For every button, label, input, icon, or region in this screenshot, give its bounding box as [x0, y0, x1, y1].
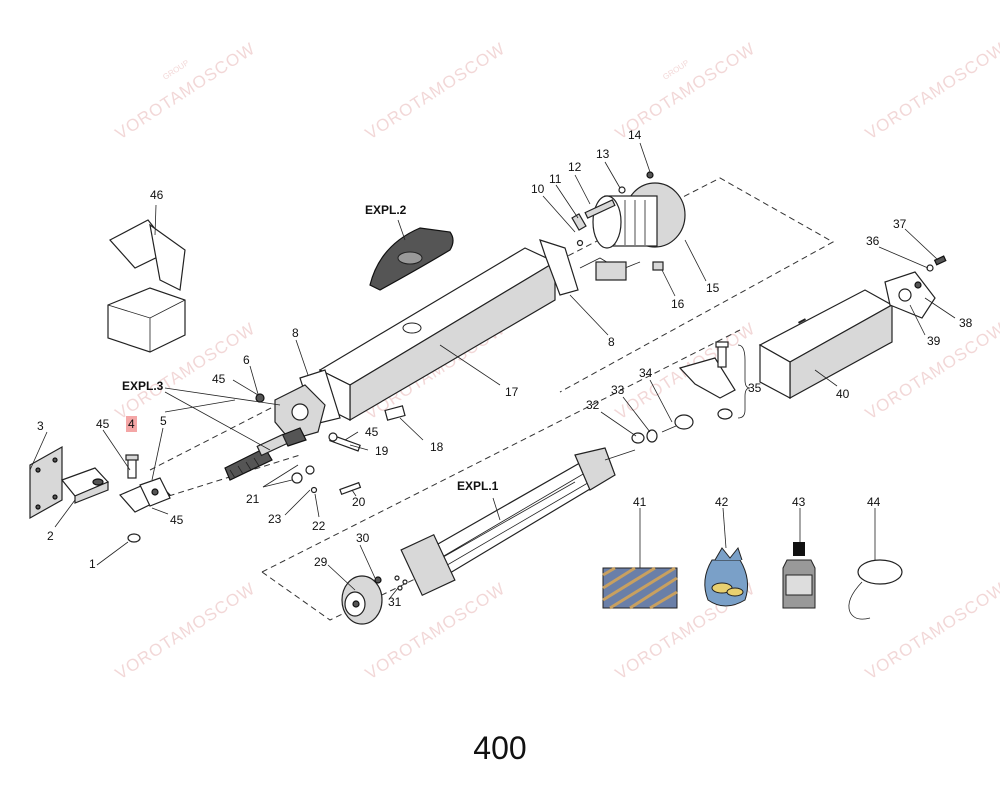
- capacitor-44: [848, 559, 903, 620]
- watermark: VOROTAMOSCOW: [112, 39, 259, 144]
- screw-20: [339, 481, 362, 496]
- end-profile: [758, 289, 894, 400]
- label-4-highlighted: 4: [128, 417, 135, 431]
- watermark: VOROTAMOSCOW: [862, 39, 1000, 144]
- label-40: 40: [836, 387, 850, 401]
- oil-bottle-43: [782, 542, 816, 609]
- label-2: 2: [47, 529, 54, 543]
- label-45b: 45: [96, 417, 110, 431]
- label-20: 20: [352, 495, 366, 509]
- washer-22: [310, 486, 318, 494]
- label-41: 41: [633, 495, 647, 509]
- piston-expl1: [400, 447, 636, 597]
- pin-30: [374, 576, 382, 584]
- label-31: 31: [388, 595, 402, 609]
- screws-31: [394, 575, 408, 591]
- label-5: 5: [160, 414, 167, 428]
- label-43: 43: [792, 495, 806, 509]
- fork-5: [119, 477, 172, 513]
- screw-19: [328, 432, 361, 452]
- packaging-box: [107, 219, 186, 353]
- washer-6: [255, 393, 265, 403]
- washer-1: [127, 533, 141, 543]
- grease-pad-41: [602, 566, 678, 610]
- label-39: 39: [927, 334, 941, 348]
- main-tube: [318, 247, 557, 422]
- brace-35: [737, 344, 751, 419]
- front-bracket: [678, 341, 736, 420]
- parts-bag-42: [704, 546, 749, 607]
- label-42: 42: [715, 495, 729, 509]
- cover-expl2: [369, 227, 454, 291]
- watermark: VOROTAMOSCOW: [112, 579, 259, 684]
- label-34: 34: [639, 366, 653, 380]
- label-4-highlight-box: [126, 416, 137, 432]
- front-assembly-expl3: [224, 384, 326, 481]
- label-3: 3: [37, 419, 44, 433]
- label-33: 33: [611, 383, 625, 397]
- eye-bolt-34: [661, 414, 694, 433]
- label-13: 13: [596, 147, 610, 161]
- label-8a: 8: [292, 326, 299, 340]
- label-45d: 45: [365, 425, 379, 439]
- screw-11: [571, 213, 587, 231]
- label-30: 30: [356, 531, 370, 545]
- bolt-21a: [291, 472, 303, 484]
- label-23: 23: [268, 512, 282, 526]
- label-18: 18: [430, 440, 444, 454]
- pin-12: [584, 199, 616, 219]
- bolt-21b: [305, 465, 315, 475]
- label-37: 37: [893, 217, 907, 231]
- part-labels: 46 EXPL.2 EXPL.3 EXPL.1 6 8 45 45 4 5 3 …: [37, 128, 973, 609]
- assembly-outline-left: [139, 454, 301, 506]
- brush-16: [652, 261, 664, 271]
- label-45a: 45: [212, 372, 226, 386]
- label-36: 36: [866, 234, 880, 248]
- assembly-outline-bottom: [261, 329, 741, 621]
- watermark: VOROTAMOSCOW: [362, 39, 509, 144]
- gasket-right: [539, 239, 579, 296]
- label-11: 11: [549, 172, 562, 186]
- nut-33: [646, 429, 658, 443]
- label-16: 16: [671, 297, 685, 311]
- label-expl1: EXPL.1: [457, 479, 499, 493]
- label-8b: 8: [608, 335, 615, 349]
- rear-bracket: [884, 271, 936, 319]
- wall-bracket: [29, 445, 110, 520]
- leader-lines: [29, 142, 956, 599]
- label-17: 17: [505, 385, 519, 399]
- label-38: 38: [959, 316, 973, 330]
- label-29: 29: [314, 555, 328, 569]
- motor-head-29: [341, 575, 383, 625]
- label-44: 44: [867, 495, 881, 509]
- label-21: 21: [246, 492, 260, 506]
- label-15: 15: [706, 281, 720, 295]
- label-12: 12: [568, 160, 582, 174]
- label-22: 22: [312, 519, 326, 533]
- label-10: 10: [531, 182, 545, 196]
- label-expl2: EXPL.2: [365, 203, 407, 217]
- label-32: 32: [586, 398, 600, 412]
- page-number: 400: [473, 730, 527, 766]
- label-46: 46: [150, 188, 164, 202]
- washer-13: [618, 186, 626, 194]
- label-6: 6: [243, 353, 250, 367]
- watermark: VOROTAMOSCOW: [862, 579, 1000, 684]
- plate-18: [384, 405, 406, 421]
- motor: [579, 182, 686, 281]
- label-45c: 45: [170, 513, 184, 527]
- screw-14: [646, 171, 654, 179]
- screw-37: [933, 255, 947, 266]
- label-35: 35: [748, 381, 762, 395]
- label-1: 1: [89, 557, 96, 571]
- pin-4: [127, 457, 137, 479]
- label-expl3: EXPL.3: [122, 379, 164, 393]
- label-19: 19: [375, 444, 389, 458]
- ring-10: [576, 239, 584, 247]
- label-14: 14: [628, 128, 642, 142]
